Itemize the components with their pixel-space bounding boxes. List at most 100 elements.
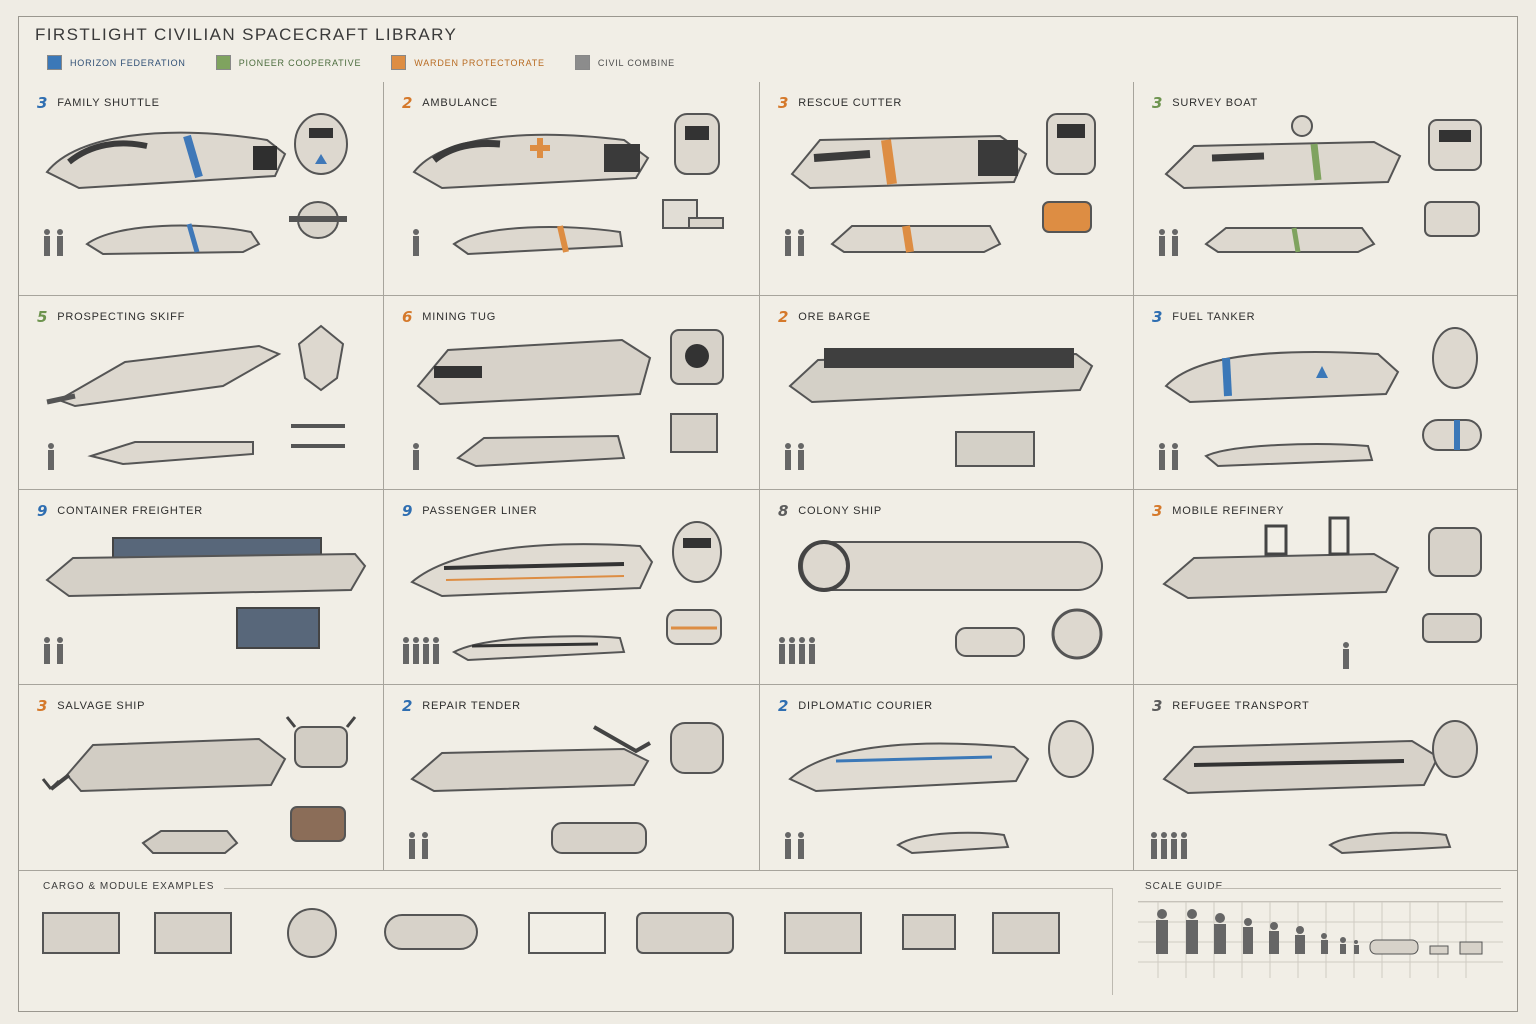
scale-figures-icon	[785, 443, 804, 470]
legend-label: CIVIL COMBINE	[597, 57, 675, 68]
refugee-transport-side-view-icon	[1162, 739, 1440, 795]
panel-header: 3 FUEL TANKER	[1152, 308, 1255, 326]
panel-badge: 2	[402, 697, 414, 715]
salvage-crate-icon	[290, 806, 346, 842]
rescue-capsule-icon	[1042, 201, 1092, 233]
legend-item-horizon-federation: HORIZON FEDERATION	[47, 55, 186, 70]
panel-title: RESCUE CUTTER	[798, 97, 903, 109]
colony-pod-icon	[955, 627, 1025, 657]
cargo-section-title: CARGO & MODULE EXAMPLES	[43, 881, 215, 892]
scale-figures-icon	[48, 443, 54, 470]
fuel-tanker-side-view-icon	[1164, 350, 1400, 404]
panel-header: 2 ORE BARGE	[778, 308, 871, 326]
bottom-reference-section: CARGO & MODULE EXAMPLES SCALE GUIDE	[19, 871, 1517, 1011]
legend-label: HORIZON FEDERATION	[70, 57, 186, 68]
cargo-module-icon	[154, 912, 232, 954]
tank-module-icon	[384, 914, 478, 950]
cargo-crate-icon	[670, 413, 718, 453]
passenger-liner-profile-icon	[451, 635, 626, 662]
panel-title: REPAIR TENDER	[422, 700, 521, 712]
cargo-section-line	[224, 888, 1112, 889]
diplomatic-courier-profile-icon	[896, 831, 1010, 855]
mining-tug-side-view-icon	[416, 338, 652, 406]
panel-badge: 2	[778, 308, 790, 326]
ore-pod-icon	[955, 431, 1035, 467]
mining-tug-profile-icon	[456, 434, 626, 468]
panel-badge: 9	[402, 502, 414, 520]
repair-tender-front-view-icon	[670, 722, 724, 774]
panel-badge: 6	[402, 308, 414, 326]
scale-figures-icon	[413, 443, 419, 470]
scale-guide-title: SCALE GUIDE	[1145, 881, 1224, 892]
fuel-tank-module-icon	[1422, 419, 1482, 451]
scale-figures-icon	[44, 229, 63, 256]
rescue-cutter-side-view-icon	[790, 134, 1028, 190]
panel-title: SURVEY BOAT	[1172, 97, 1259, 109]
legend-swatch-gray	[574, 55, 590, 70]
panel-badge: 3	[1152, 308, 1164, 326]
panel-repair-tender: 2 REPAIR TENDER	[384, 685, 760, 871]
spacecraft-library-sheet: FIRSTLIGHT CIVILIAN SPACECRAFT LIBRARY H…	[18, 16, 1518, 1012]
diplomatic-courier-front-view-icon	[1048, 720, 1094, 778]
sphere-tank-icon	[287, 908, 337, 958]
panel-title: REFUGEE TRANSPORT	[1172, 700, 1310, 712]
salvage-ship-profile-icon	[141, 830, 239, 854]
scale-guide-chart-icon	[1138, 901, 1503, 978]
ambulance-profile-icon	[452, 225, 624, 256]
survey-boat-profile-icon	[1204, 227, 1376, 253]
diplomatic-courier-side-view-icon	[788, 742, 1030, 793]
panel-header: 9 PASSENGER LINER	[402, 502, 537, 520]
fuel-tanker-front-view-icon	[1432, 327, 1478, 389]
panel-refugee-transport: 3 REFUGEE TRANSPORT	[1134, 685, 1517, 871]
panel-badge: 9	[37, 502, 49, 520]
legend-item-civil-combine: CIVIL COMBINE	[574, 55, 675, 70]
legend-item-pioneer-cooperative: PIONEER COOPERATIVE	[215, 55, 362, 70]
fuel-tanker-profile-icon	[1204, 443, 1374, 468]
scale-guide-line	[1215, 888, 1501, 889]
page-title: FIRSTLIGHT CIVILIAN SPACECRAFT LIBRARY	[35, 25, 458, 44]
repair-module-icon	[551, 822, 647, 854]
salvage-ship-front-view-icon	[285, 716, 357, 768]
panel-mobile-refinery: 3 MOBILE REFINERY	[1134, 490, 1517, 685]
pressure-module-icon	[636, 912, 734, 954]
panel-badge: 3	[1152, 697, 1164, 715]
panel-title: SALVAGE SHIP	[57, 700, 146, 712]
cage-module-icon	[528, 912, 606, 954]
panel-title: AMBULANCE	[422, 97, 498, 109]
processing-module-icon	[1422, 613, 1482, 643]
shuttle-rear-view-icon	[289, 201, 347, 239]
scale-figures-icon	[785, 229, 804, 256]
panel-title: MOBILE REFINERY	[1172, 505, 1285, 517]
panel-badge: 3	[778, 94, 790, 112]
ambulance-side-view-icon	[412, 133, 650, 190]
scale-figures-icon	[403, 637, 439, 664]
shuttle-profile-icon	[85, 223, 261, 256]
panel-badge: 3	[1152, 502, 1164, 520]
scale-figures-icon	[409, 832, 428, 859]
panel-fuel-tanker: 3 FUEL TANKER	[1134, 296, 1517, 490]
panel-header: 3 RESCUE CUTTER	[778, 94, 902, 112]
panel-header: 3 REFUGEE TRANSPORT	[1152, 697, 1310, 715]
scale-figures-icon	[1343, 642, 1349, 669]
shipping-container-icon	[236, 607, 320, 649]
salvage-ship-side-view-icon	[41, 737, 287, 793]
panel-title: ORE BARGE	[798, 311, 871, 323]
shuttle-front-view-icon	[294, 113, 348, 175]
scale-figures-icon	[785, 832, 804, 859]
panel-title: PASSENGER LINER	[422, 505, 538, 517]
prospecting-skiff-profile-icon	[87, 441, 254, 466]
panel-title: FUEL TANKER	[1172, 311, 1256, 323]
panel-badge: 5	[37, 308, 49, 326]
scale-figures-icon	[1151, 832, 1187, 859]
